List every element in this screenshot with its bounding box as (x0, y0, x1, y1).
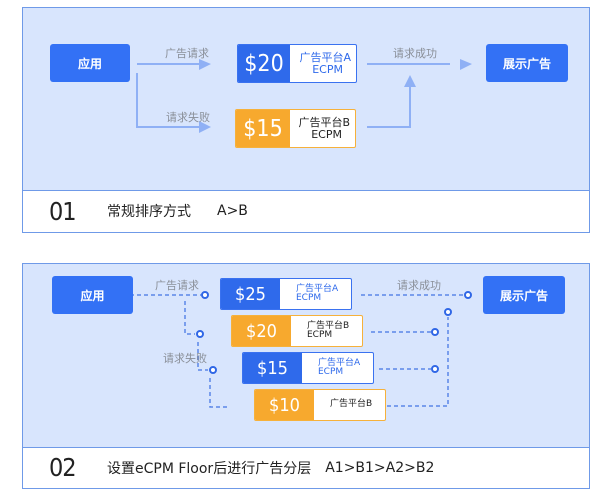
ad-request-label: 广告请求 (155, 279, 199, 292)
bid-card-a: $20 广告平台A ECPM (237, 44, 357, 83)
fail-arrowhead-icon (199, 121, 211, 133)
b-success-arrowhead-icon (404, 75, 416, 87)
price: $20 (232, 316, 291, 346)
platform-info: 广告平台B (314, 390, 385, 420)
order-text: A>B (217, 203, 248, 219)
metric-label: ECPM (311, 127, 342, 141)
ad-request-label: 广告请求 (165, 47, 209, 60)
show-ad-node: 展示广告 (486, 44, 568, 82)
success-arrowhead-icon (460, 59, 472, 70)
node-dot-icon (209, 366, 217, 374)
request-arrowhead-icon (199, 59, 211, 70)
price: $20 (238, 45, 290, 82)
node-dot-icon (444, 308, 452, 316)
node-dot-icon (431, 328, 439, 336)
bid-card-b: $15 广告平台B ECPM (235, 109, 356, 148)
fail-connector-1 (184, 301, 195, 335)
bid-card-b1: $20 广告平台B ECPM (231, 315, 363, 347)
node-dot-icon (201, 291, 209, 299)
node-dot-icon (196, 330, 204, 338)
node-dot-icon (431, 365, 439, 373)
price: $25 (221, 279, 280, 309)
flow-diagram-tiered: 应用 展示广告 广告请求 请求失败 请求成功 $25 广告平台A ECPM $2… (23, 264, 589, 448)
app-node: 应用 (50, 44, 130, 82)
panel-standard-sorting: 应用 展示广告 广告请求 请求失败 请求成功 $20 广告平台A ECPM $1… (22, 7, 590, 233)
metric-label: ECPM (307, 330, 333, 340)
metric-label: ECPM (296, 293, 322, 303)
platform-info: 广告平台A ECPM (280, 279, 351, 309)
request-fail-label: 请求失败 (163, 352, 207, 365)
app-node: 应用 (52, 276, 133, 314)
bid-card-a2: $15 广告平台A ECPM (242, 352, 374, 384)
fail-arrow-line (136, 73, 203, 128)
price: $15 (236, 110, 290, 147)
request-success-label: 请求成功 (397, 279, 441, 292)
platform-name: 广告平台A (296, 283, 339, 294)
flow-arrows (136, 59, 472, 133)
flow-diagram-standard: 应用 展示广告 广告请求 请求失败 请求成功 $20 广告平台A ECPM $1… (23, 8, 589, 191)
caption-text: 常规排序方式 (107, 204, 191, 220)
b-success-arrow-line (367, 85, 411, 128)
platform-info: 广告平台A ECPM (302, 353, 373, 383)
node-dot-icon (464, 291, 472, 299)
metric-label: ECPM (318, 367, 344, 377)
price: $10 (255, 390, 314, 420)
metric-label: ECPM (312, 62, 343, 76)
b2-success-line (387, 317, 449, 407)
panel-floor-tiering: 应用 展示广告 广告请求 请求失败 请求成功 $25 广告平台A ECPM $2… (22, 263, 590, 489)
platform-name: 广告平台B (298, 115, 350, 129)
caption-text: 设置eCPM Floor后进行广告分层 (107, 460, 312, 477)
platform-name: 广告平台B (330, 399, 373, 410)
platform-name: 广告平台B (307, 320, 350, 331)
platform-name: 广告平台A (318, 357, 361, 368)
panel-caption: 02 设置eCPM Floor后进行广告分层 A1>B1>A2>B2 (23, 447, 589, 488)
price: $15 (243, 353, 302, 383)
platform-name: 广告平台A (299, 50, 351, 64)
request-fail-label: 请求失败 (166, 111, 210, 124)
fail-connector-2 (197, 342, 208, 371)
request-success-label: 请求成功 (393, 47, 437, 60)
platform-info: 广告平台A ECPM (290, 45, 356, 82)
bid-card-a1: $25 广告平台A ECPM (220, 278, 352, 310)
flow-connectors (123, 291, 472, 408)
panel-number: 02 (49, 453, 77, 482)
fail-connector-3 (209, 378, 228, 408)
show-ad-node: 展示广告 (483, 276, 565, 314)
panel-number: 01 (49, 196, 77, 226)
bid-card-b2: $10 广告平台B (254, 389, 386, 421)
order-text: A1>B1>A2>B2 (325, 459, 435, 476)
platform-info: 广告平台B ECPM (290, 110, 355, 147)
panel-caption: 01 常规排序方式 A>B (23, 190, 589, 232)
platform-info: 广告平台B ECPM (291, 316, 362, 346)
